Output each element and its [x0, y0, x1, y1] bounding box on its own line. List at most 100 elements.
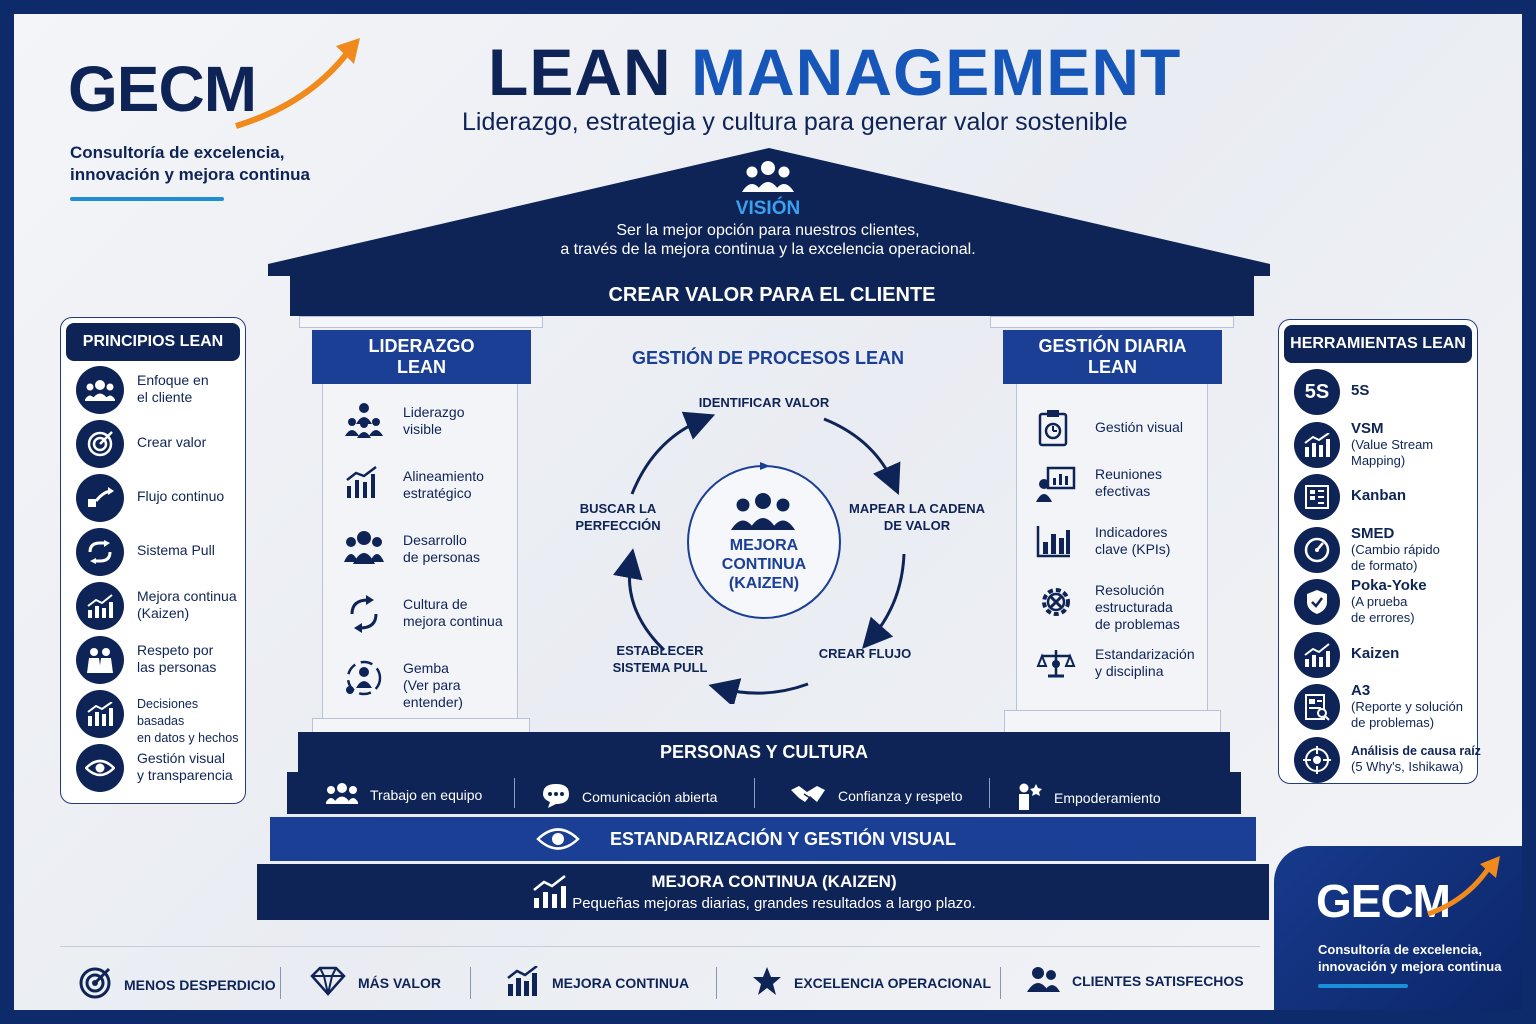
title-lean: LEAN [488, 35, 691, 109]
beam-label: CREAR VALOR PARA EL CLIENTE [608, 284, 936, 306]
culture-item-label: Confianza y respeto [838, 787, 963, 804]
5s-icon: 5S [1294, 369, 1340, 415]
tool-name: SMED [1351, 524, 1395, 542]
step-pull-system: ESTABLECER SISTEMA PULL [600, 642, 720, 676]
target-icon-glyph [87, 431, 113, 457]
process-cycle-arrows [613, 411, 906, 704]
culture-item-label: Comunicación abierta [582, 788, 718, 805]
tool-desc-1: (Cambio rápido [1351, 541, 1440, 557]
growth-chart-icon [533, 875, 566, 908]
handshake-icon [790, 782, 826, 809]
title-management: MANAGEMENT [691, 35, 1182, 109]
meeting-icon [1036, 466, 1076, 507]
culture-item: Comunicación abierta [542, 782, 717, 811]
footer-item-label: MENOS DESPERDICIO [124, 976, 276, 993]
respect-icon [76, 636, 124, 684]
principle-line-2: en datos y hechos [137, 731, 239, 745]
leadership-line-1: Alineamiento [403, 468, 484, 484]
shield-icon [1294, 579, 1340, 625]
principle-item: Mejora continua(Kaizen) [137, 588, 245, 622]
culture-items-band [287, 772, 1241, 814]
tool-desc-1: (Value Stream [1351, 436, 1434, 452]
team-icon [325, 782, 359, 807]
process-title: GESTIÓN DE PROCESOS LEAN [631, 348, 905, 368]
tool-name: 5S [1351, 382, 1370, 399]
kanban-icon [1294, 474, 1340, 520]
chat-icon [542, 782, 570, 811]
tool-name: A3 [1351, 682, 1371, 699]
standardization-label: ESTANDARIZACIÓN Y GESTIÓN VISUAL [610, 829, 957, 849]
footer-separator [1000, 967, 1001, 999]
target-icon [78, 966, 112, 1003]
customers-icon [1026, 966, 1060, 995]
principle-item: Flujo continuo [137, 488, 245, 505]
logo-bottom-arrow-icon [1427, 856, 1500, 917]
daily-line-1: Gestión visual [1095, 419, 1183, 435]
principle-line-1: Mejora continua [137, 588, 237, 604]
daily-line-1: Resolución [1095, 582, 1165, 598]
cycle-icon [344, 594, 384, 639]
leadership-line-2: visible [403, 421, 442, 437]
step-perfection-2: PERFECCIÓN [575, 518, 661, 533]
chart-icon-glyph [87, 702, 113, 726]
eye-icon-glyph [85, 759, 115, 777]
leadership-line-1: Cultura de [403, 596, 468, 612]
gear-icon [1036, 582, 1076, 627]
tool-desc-2: de formato) [1351, 557, 1418, 573]
daily-line-1: Reuniones [1095, 466, 1162, 482]
daily-line-1: Indicadores [1095, 524, 1168, 540]
logo-tagline-1: Consultoría de excelencia, [70, 143, 285, 162]
principle-item: Decisiones basadas en datos y hechos [137, 696, 245, 747]
culture-item: Empoderamiento [1014, 782, 1161, 813]
step-map-2: DE VALOR [883, 518, 951, 533]
flow-icon [76, 474, 124, 522]
tool-item: 5S [1351, 383, 1481, 399]
leadership-line-1: Liderazgo [403, 404, 465, 420]
daily-item: Gestión visual [1095, 419, 1205, 436]
diamond-icon [310, 966, 346, 999]
clipboard-icon [1036, 409, 1070, 452]
leadership-line-2: estratégico [403, 485, 472, 501]
footer-item-label: MÁS VALOR [358, 974, 441, 991]
footer-divider [60, 946, 1260, 947]
step-pull-2: SISTEMA PULL [612, 660, 708, 675]
logo-wordmark: GECM [68, 53, 257, 125]
principle-line-1: Flujo continuo [137, 488, 225, 504]
tool-desc-2: Mapping) [1351, 452, 1406, 468]
footer-item: CLIENTES SATISFECHOS [1026, 966, 1244, 995]
principles-title: PRINCIPIOS LEAN [66, 323, 240, 361]
logo-bottom-underline [1318, 984, 1408, 988]
culture-item-label: Empoderamiento [1054, 789, 1161, 806]
eye-icon [536, 828, 580, 850]
kaizen-center-2: CONTINUA [721, 556, 807, 573]
culture-item-label: Trabajo en equipo [370, 786, 483, 803]
tool-name: Análisis de causa raíz [1351, 743, 1481, 758]
people-culture-band: PERSONAS Y CULTURA [298, 732, 1230, 772]
principle-item: Sistema Pull [137, 542, 245, 559]
kaizen-band [257, 864, 1269, 920]
pull-icon-glyph [88, 540, 112, 564]
logo-arrow-icon [235, 38, 360, 129]
principle-line-1: Gestión visual [137, 750, 225, 766]
vision-icon [740, 158, 796, 199]
step-pull-1: ESTABLECER [616, 643, 704, 658]
right-column-capital [990, 316, 1234, 328]
principle-line-1: Decisiones basadas [137, 697, 199, 728]
logo-bottom-tagline-1: Consultoría de excelencia, [1318, 942, 1483, 957]
leader-icon [344, 402, 384, 443]
gemba-icon [344, 658, 384, 703]
beam [290, 276, 1254, 316]
step-perfection-1: BUSCAR LA [579, 501, 657, 516]
principle-line-2: y transparencia [137, 767, 233, 783]
tool-name: Kaizen [1351, 644, 1400, 662]
logo-tagline-2: innovación y mejora continua [70, 165, 310, 184]
standardization-band [270, 817, 1256, 861]
star-icon [752, 966, 782, 999]
